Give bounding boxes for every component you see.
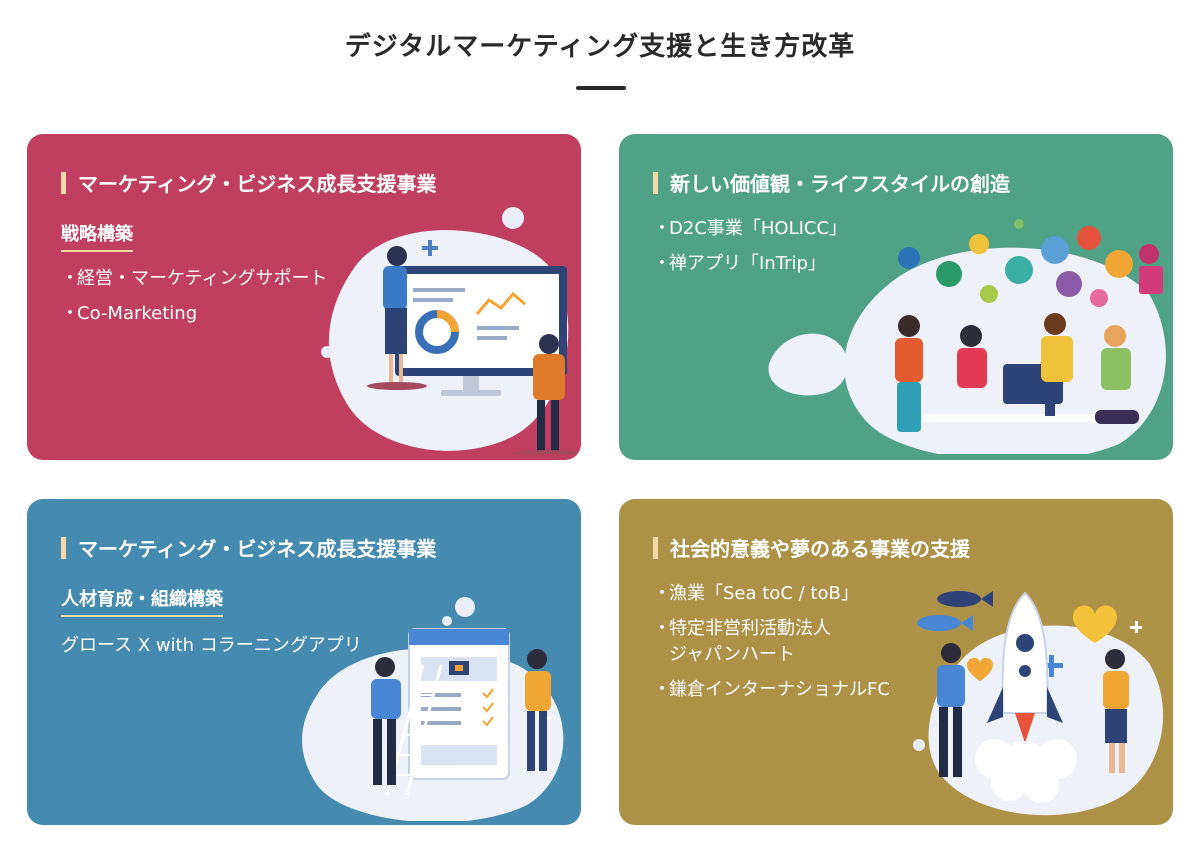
card-heading: 新しい価値観・ライフスタイルの創造 bbox=[653, 168, 1010, 197]
heading-accent-bar bbox=[61, 536, 66, 559]
checkmark-icon bbox=[421, 688, 494, 727]
list-item: ・漁業「Sea toC / toB」 bbox=[653, 583, 859, 604]
analytics-illustration bbox=[321, 207, 577, 454]
list-item: ・特定非営利活動法人 ジャパンハート bbox=[653, 618, 831, 665]
list-item: ・Co-Marketing bbox=[61, 303, 198, 324]
heading-accent-bar bbox=[653, 171, 658, 194]
heading-accent-bar bbox=[653, 536, 658, 559]
card-heading-text: 新しい価値観・ライフスタイルの創造 bbox=[670, 172, 1010, 196]
card-heading: マーケティング・ビジネス成長支援事業 bbox=[61, 168, 436, 197]
plus-icon bbox=[1130, 621, 1142, 633]
card-heading-text: マーケティング・ビジネス成長支援事業 bbox=[78, 537, 437, 561]
card-subheading: 戦略構築 bbox=[61, 220, 133, 252]
card-heading-text: 社会的意義や夢のある事業の支援 bbox=[670, 537, 970, 561]
learning-app-illustration bbox=[302, 597, 564, 821]
card-item-list: ・経営・マーケティングサポート ・Co-Marketing bbox=[61, 266, 328, 336]
card-item-list: ・漁業「Sea toC / toB」 ・特定非営利活動法人 ジャパンハート ・鎌… bbox=[653, 581, 890, 712]
heart-icon bbox=[1073, 605, 1117, 643]
card-heading: マーケティング・ビジネス成長支援事業 bbox=[61, 533, 436, 562]
card-description: グロース X with コラーニングアプリ bbox=[61, 635, 362, 656]
card-lifestyle: 新しい価値観・ライフスタイルの創造 ・D2C事業「HOLICC」 ・禅アプリ「I… bbox=[619, 134, 1173, 460]
heart-icon bbox=[967, 657, 993, 681]
card-heading-text: マーケティング・ビジネス成長支援事業 bbox=[78, 172, 437, 196]
title-underline bbox=[576, 86, 626, 90]
card-heading: 社会的意義や夢のある事業の支援 bbox=[653, 533, 970, 562]
card-social-impact: 社会的意義や夢のある事業の支援 ・漁業「Sea toC / toB」 ・特定非営… bbox=[619, 499, 1173, 825]
card-subheading: 人材育成・組織構築 bbox=[61, 585, 223, 617]
list-item: ・禅アプリ「InTrip」 bbox=[653, 253, 826, 274]
card-strategy: マーケティング・ビジネス成長支援事業 戦略構築 ・経営・マーケティングサポート … bbox=[27, 134, 581, 460]
page-title: デジタルマーケティング支援と生き方改革 bbox=[344, 32, 856, 62]
list-item: ・経営・マーケティングサポート bbox=[61, 268, 328, 289]
card-item-list: ・D2C事業「HOLICC」 ・禅アプリ「InTrip」 bbox=[653, 216, 847, 286]
rocket-launch-illustration bbox=[913, 591, 1164, 816]
fish-icon bbox=[937, 591, 993, 607]
heading-accent-bar bbox=[61, 171, 66, 194]
plus-icon bbox=[1041, 655, 1063, 677]
list-item: ・D2C事業「HOLICC」 bbox=[653, 218, 848, 239]
list-item: ・鎌倉インターナショナルFC bbox=[653, 679, 890, 700]
fish-icon bbox=[917, 615, 973, 631]
plus-icon bbox=[422, 240, 438, 256]
team-collaboration-illustration bbox=[768, 219, 1166, 454]
card-talent: マーケティング・ビジネス成長支援事業 人材育成・組織構築 グロース X with… bbox=[27, 499, 581, 825]
rocket-icon bbox=[987, 591, 1063, 743]
